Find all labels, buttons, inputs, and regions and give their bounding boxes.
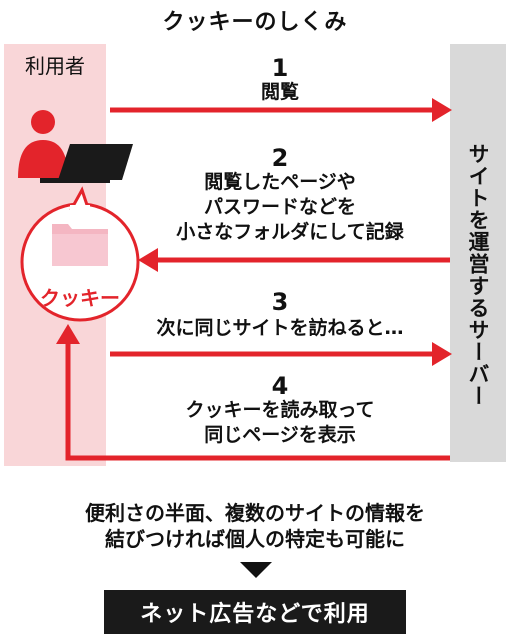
diagram-title: クッキーのしくみ [162,10,348,35]
step-2-number: 2 [271,144,289,172]
step-2-text-line-2: パスワードなどを [203,196,356,218]
cookie-label: クッキー [40,286,120,310]
down-arrow-icon [240,562,272,578]
server-label: サイトを運営するサーバー [466,143,490,407]
step-4-text-line-1: クッキーを読み取って [185,399,375,421]
step-2-text-line-1: 閲覧したページや [204,171,356,193]
arrow-step-4 [56,324,450,461]
user-icon [18,110,133,183]
arrow-step-3 [110,342,452,366]
summary-line-1: 便利さの半面、複数のサイトの情報を [85,501,425,525]
step-1-number: 1 [271,54,289,82]
cookie-bubble [20,186,140,322]
summary-line-2: 結びつければ個人の特定も可能に [105,527,405,551]
step-4-number: 4 [271,372,289,400]
step-4-text-line-2: 同じページを表示 [204,424,356,446]
arrow-step-2 [138,248,450,272]
arrow-step-1 [110,98,452,122]
server-panel [450,44,506,462]
step-2-text-line-3: 小さなフォルダにして記録 [176,221,404,243]
step-3-number: 3 [271,288,289,316]
summary-text: 便利さの半面、複数のサイトの情報を 結びつければ個人の特定も可能に [0,500,510,552]
result-box: ネット広告などで利用 [104,590,406,634]
step-3-text: 次に同じサイトを訪ねると… [156,317,404,339]
folder-icon [52,224,108,266]
step-1-text: 閲覧 [260,81,299,103]
user-label: 利用者 [25,54,85,78]
